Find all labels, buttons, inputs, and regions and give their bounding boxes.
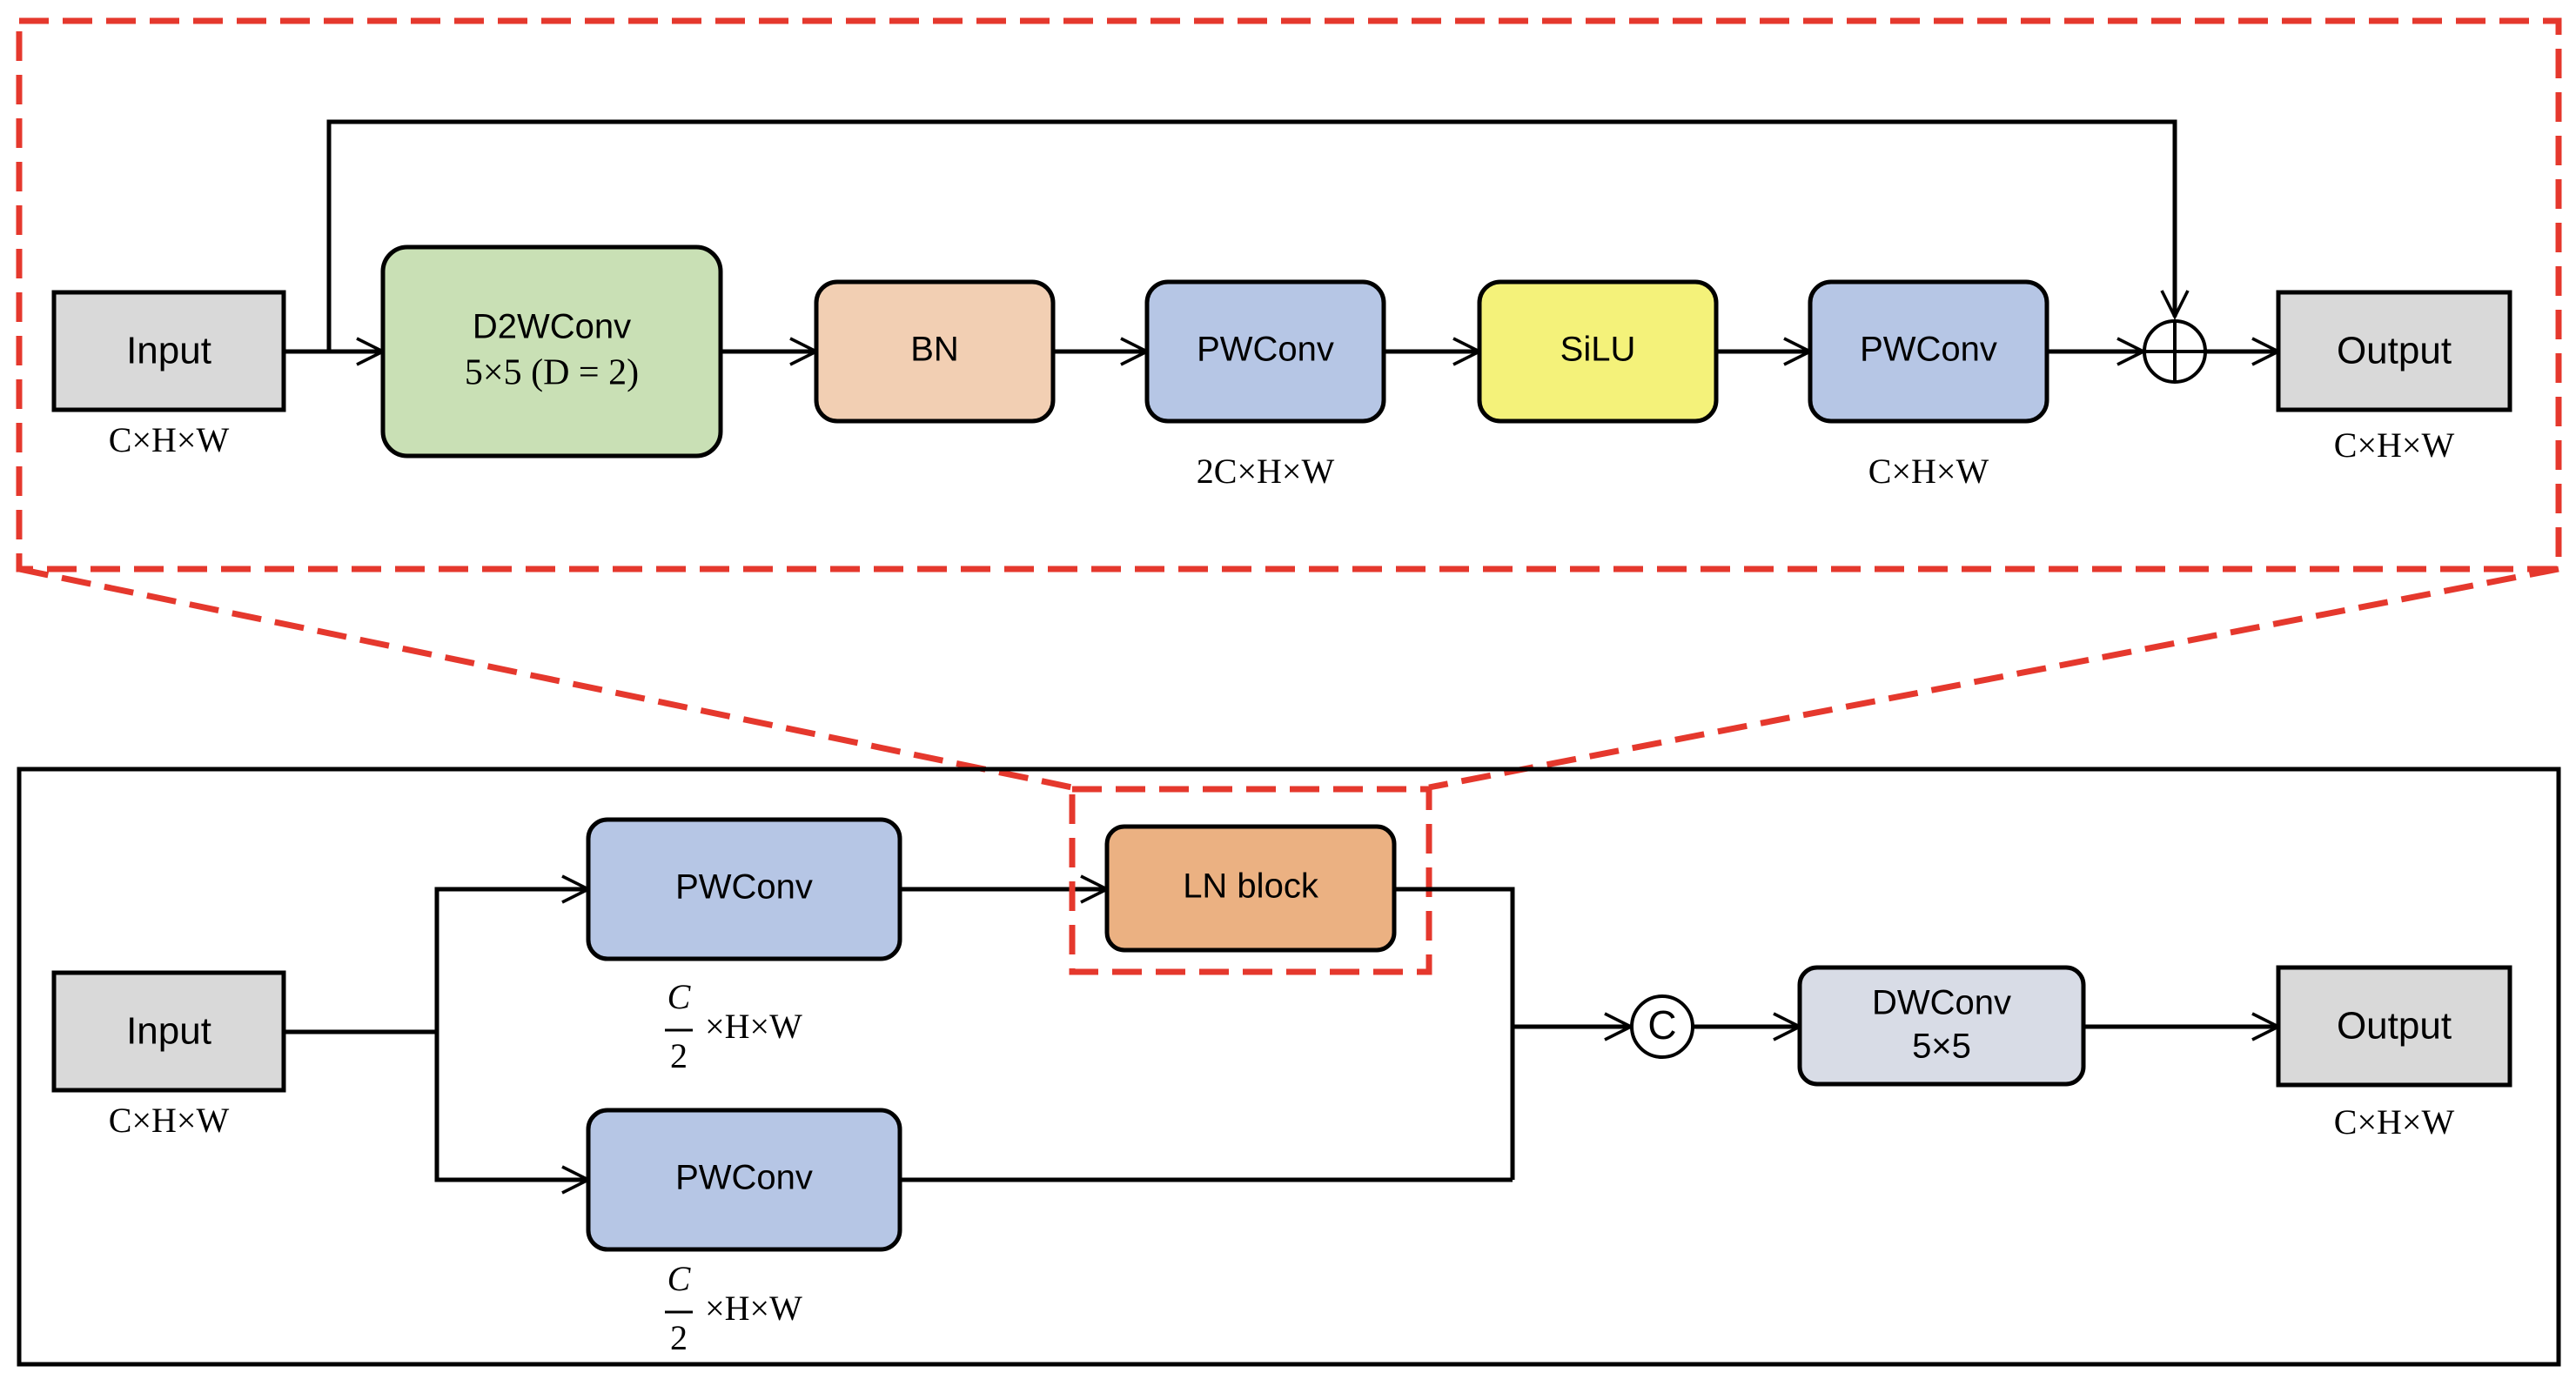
concat-operator-icon: C [1630,994,1694,1059]
bottom-output-box [2276,965,2512,1088]
bottom-input-dim: C×H×W [109,1101,230,1140]
zoom-line-right [1428,566,2559,791]
ln-block-label: LN block [1183,867,1319,906]
top-pwconv2-dim: C×H×W [1868,452,1989,491]
bottom-output-dim: C×H×W [2334,1102,2455,1142]
svg-text:×H×W: ×H×W [705,1289,802,1328]
bn-label: BN [910,331,959,369]
residual-skip-arrow [326,119,2175,352]
bottom-output-label: Output [2337,1005,2452,1048]
bottom-input-label: Input [126,1010,211,1053]
top-input-box [51,290,286,412]
top-output-label: Output [2337,330,2452,372]
dwconv-kernel: 5×5 [1912,1028,1971,1066]
top-pwconv1-dim: 2C×H×W [1197,452,1335,491]
zoom-line-left [18,566,1073,791]
expanded-view-dashed-frame [16,17,2562,572]
top-output-box [2276,290,2512,412]
svg-text:2: 2 [670,1318,688,1357]
add-operator-icon [2143,319,2207,384]
top-pwconv1-label: PWConv [1197,331,1334,369]
svg-text:2: 2 [670,1036,688,1075]
top-input-dim: C×H×W [109,420,230,459]
bottom-pwconv-lower-dim: C 2 ×H×W [665,1259,802,1357]
svg-text:C: C [1647,1002,1676,1048]
svg-text:C: C [667,977,692,1016]
bottom-pwconv-upper-label: PWConv [675,868,813,907]
dwconv-label: DWConv [1872,984,2011,1022]
bottom-pwconv-lower-box [586,1108,902,1252]
ln-block-to-merge-line [1394,887,1515,1180]
svg-text:×H×W: ×H×W [705,1007,802,1046]
d2wconv-kernel: 5×5 (D = 2) [465,353,639,393]
d2wconv-box [380,244,723,459]
arrow-split-to-lower-pwconv [434,1032,588,1180]
top-pwconv2-label: PWConv [1860,331,1997,369]
bottom-pwconv-lower-label: PWConv [675,1159,813,1197]
top-output-dim: C×H×W [2334,425,2455,465]
d2wconv-label: D2WConv [473,308,631,346]
arrow-split-to-upper-pwconv [434,889,588,1032]
bottom-pwconv-upper-dim: C 2 ×H×W [665,977,802,1075]
top-input-label: Input [126,330,211,372]
overview-frame [17,767,2561,1367]
bottom-input-box [51,970,286,1093]
ln-block-dashed-highlight [1069,786,1432,975]
silu-label: SiLU [1560,331,1636,369]
svg-text:C: C [667,1259,692,1298]
